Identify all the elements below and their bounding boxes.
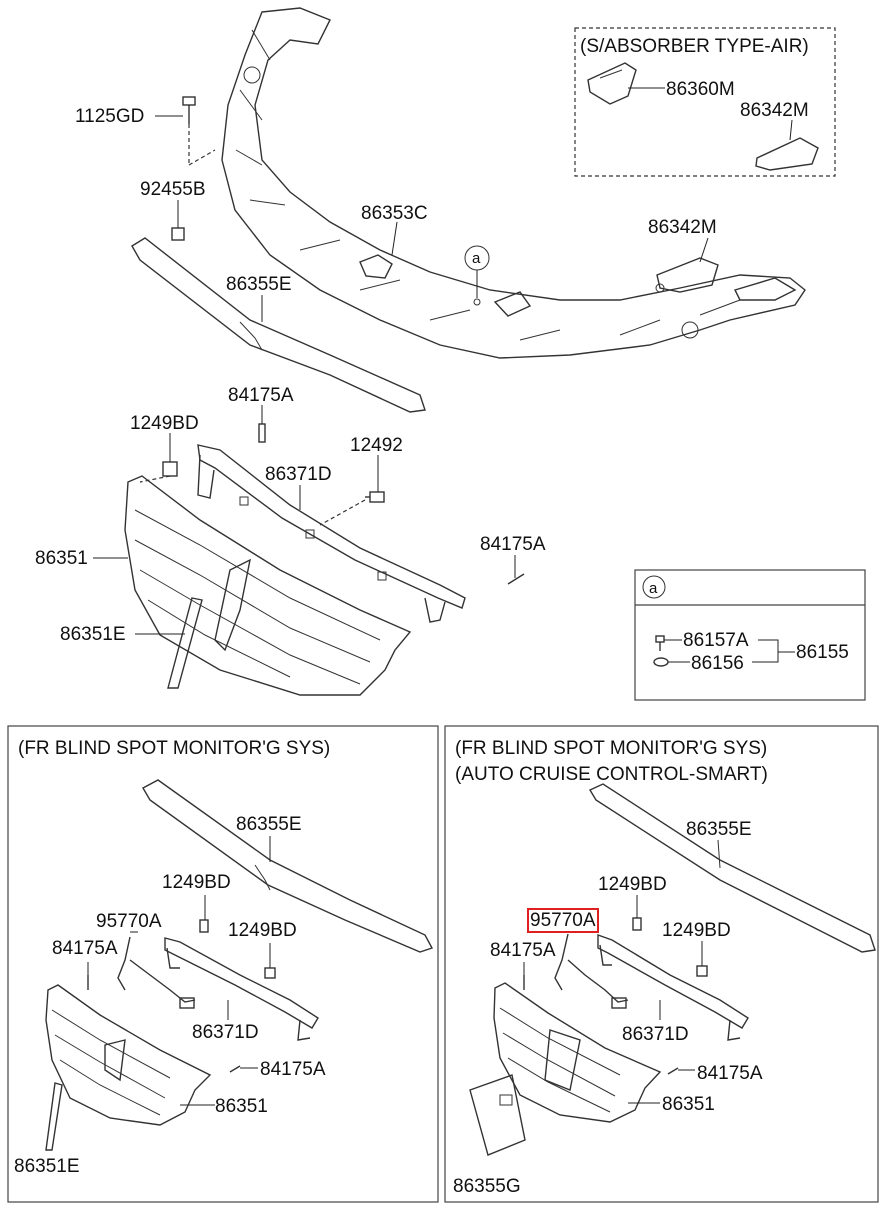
scc-clips-drawing [523,895,708,990]
bsm-title: (FR BLIND SPOT MONITOR'G SYS) [18,738,331,759]
label-86342m-air: 86342M [740,100,809,121]
scc-title-line2: (AUTO CRUISE CONTROL-SMART) [455,764,768,785]
ref-marker-a: a [472,250,481,267]
bsm-label-95770a: 95770A [96,911,162,932]
label-12492: 12492 [350,435,403,456]
scc-label-84175a-b: 84175A [697,1063,763,1084]
bsm-label-1249bd-a: 1249BD [162,872,231,893]
bsm-moulding-drawing [142,779,434,953]
scc-moulding-drawing [588,783,876,953]
cover-86342m-drawing [656,237,719,293]
bsm-box [7,725,439,1203]
label-86353c: 86353C [361,203,428,224]
scc-box [444,725,879,1203]
bsm-label-86351e: 86351E [14,1156,80,1177]
label-86360m: 86360M [666,79,735,100]
label-1125gd: 1125GD [75,106,145,127]
legend-a-fasteners-drawing [653,635,795,667]
scc-grille-drawing [493,982,662,1123]
bsm-clips-drawing [87,895,276,990]
label-86351: 86351 [35,548,88,569]
bsm-bracket-drawing [164,937,319,1041]
grille-86351-drawing [93,475,412,696]
bsm-label-84175a-b: 84175A [260,1059,326,1080]
cover-86360m-drawing [587,62,665,105]
clip-1249bd-drawing [139,433,178,483]
scc-label-84175a-a: 84175A [490,940,556,961]
scc-label-95770a-highlighted: 95770A [527,908,599,933]
bracket-86371d-drawing [197,444,466,623]
legend-a-marker: a [649,580,658,597]
scc-label-86371d: 86371D [622,1024,689,1045]
scc-label-1249bd-a: 1249BD [598,874,667,895]
label-86371d: 86371D [265,464,332,485]
scc-label-86351: 86351 [662,1094,715,1115]
label-86155: 86155 [796,642,849,663]
label-86355e: 86355E [226,274,292,295]
label-84175a-right: 84175A [480,534,546,555]
legend-a-box [634,569,866,701]
label-86342m: 86342M [648,217,717,238]
scc-label-86355g: 86355G [453,1176,521,1197]
scc-bracket-drawing [597,934,749,1041]
moulding-86355e-drawing [131,237,426,413]
bsm-label-86355e: 86355E [236,814,302,835]
scc-title-line1: (FR BLIND SPOT MONITOR'G SYS) [455,738,768,759]
bsm-garnish-drawing [45,1082,63,1151]
label-86351e: 86351E [60,624,126,645]
label-86156: 86156 [691,653,744,674]
label-84175a-top: 84175A [228,385,294,406]
screw-12492-drawing [319,455,385,526]
label-1249bd: 1249BD [130,413,199,434]
scc-label-86355e: 86355E [686,819,752,840]
cover-86342m-air-drawing [755,119,819,171]
bolt-1125gd-drawing [155,96,216,166]
garnish-86351e-drawing [135,597,203,689]
bsm-wiring-drawing [117,931,196,1009]
bsm-label-86351: 86351 [215,1096,268,1117]
carrier-86353c-drawing [221,7,806,359]
label-86157a: 86157A [683,630,749,651]
bsm-label-1249bd-b: 1249BD [228,920,297,941]
air-suspension-title: (S/ABSORBER TYPE-AIR) [580,36,809,57]
scc-wiring-drawing [554,933,629,1009]
scc-label-1249bd-b: 1249BD [662,920,731,941]
bsm-label-86371d: 86371D [192,1022,259,1043]
label-92455b: 92455B [140,179,206,200]
air-suspension-box [574,27,836,177]
clip-92455b-drawing [171,200,185,241]
scc-cover-86355g-drawing [469,1074,526,1156]
bsm-grille-drawing [45,984,215,1126]
pin-84175a-top-drawing [258,405,266,443]
bsm-label-84175a-a: 84175A [52,938,118,959]
